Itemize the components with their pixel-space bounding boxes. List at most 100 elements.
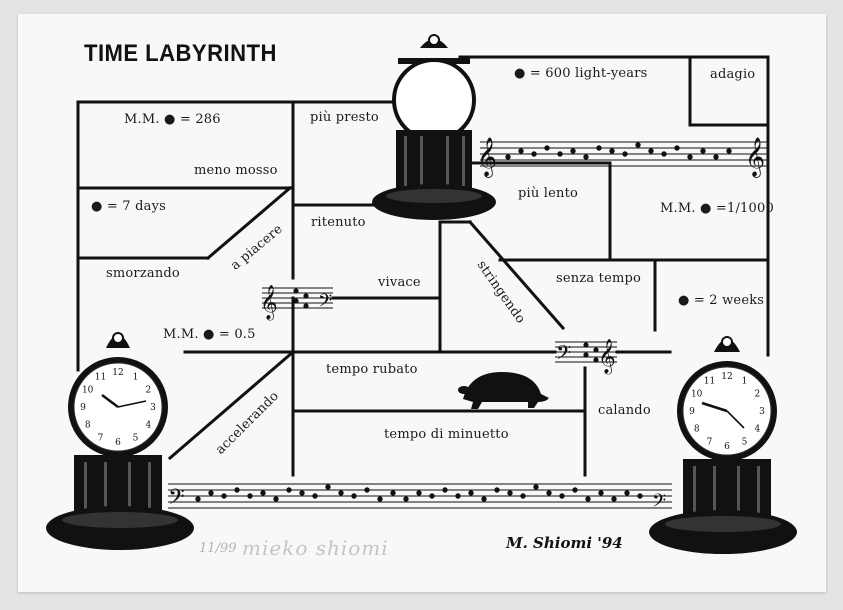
music-note	[624, 490, 630, 496]
treble-clef-icon: 𝄞	[477, 137, 497, 178]
printed-signature: M. Shiomi '94	[506, 534, 623, 552]
maze-wall	[205, 185, 293, 261]
dial-numeral: 7	[707, 437, 713, 447]
dial-numeral: 4	[754, 425, 760, 435]
page-title: TIME LABYRINTH	[84, 40, 277, 67]
music-note	[585, 496, 591, 502]
music-note	[390, 490, 396, 496]
label-mm-05: M.M. ● = 0.5	[163, 327, 256, 342]
music-note	[273, 496, 279, 502]
dial-numeral: 6	[115, 438, 121, 448]
label-seven-days: ● = 7 days	[91, 199, 166, 214]
music-note	[533, 484, 539, 490]
dial-numeral: 8	[85, 421, 91, 431]
music-note	[247, 493, 253, 499]
dial-numeral: 8	[694, 425, 700, 435]
music-note	[598, 490, 604, 496]
dial-numeral: 3	[759, 407, 765, 417]
music-note	[637, 493, 643, 499]
bass-clef-icon: 𝄢	[652, 491, 666, 516]
music-note	[609, 148, 615, 154]
music-note	[416, 490, 422, 496]
music-note	[377, 496, 383, 502]
music-note	[687, 154, 693, 160]
music-note	[700, 148, 706, 154]
music-note	[622, 151, 628, 157]
label-tempo-di-minuetto: tempo di minuetto	[384, 427, 509, 442]
turtle-icon	[458, 372, 549, 409]
label-ritenuto: ritenuto	[311, 215, 366, 230]
label-vivace: vivace	[378, 275, 421, 290]
music-note	[572, 487, 578, 493]
clock-top-icon	[372, 34, 496, 220]
music-note	[351, 493, 357, 499]
label-piu-lento: più lento	[518, 186, 579, 201]
music-note	[520, 493, 526, 499]
music-note	[221, 493, 227, 499]
music-note	[442, 487, 448, 493]
dial-numeral: 3	[150, 403, 156, 413]
music-note	[403, 496, 409, 502]
dial-numeral: 10	[691, 390, 703, 400]
dial-numeral: 12	[112, 368, 123, 378]
dial-numeral: 1	[742, 377, 748, 387]
music-note	[234, 487, 240, 493]
music-note	[635, 142, 641, 148]
music-note	[195, 496, 201, 502]
dial-numeral: 2	[754, 390, 760, 400]
label-tempo-rubato: tempo rubato	[326, 362, 418, 377]
dial-numeral: 10	[82, 386, 94, 396]
music-note	[505, 154, 511, 160]
music-note	[507, 490, 513, 496]
label-senza-tempo: senza tempo	[556, 271, 642, 286]
treble-clef-icon: 𝄞	[260, 285, 278, 321]
music-note	[583, 154, 589, 160]
dial-numeral: 12	[721, 372, 732, 382]
music-note	[713, 154, 719, 160]
dial-numeral: 4	[145, 421, 151, 431]
label-adagio: adagio	[710, 67, 756, 82]
music-note	[648, 148, 654, 154]
dial-numeral: 11	[95, 373, 106, 383]
music-note	[208, 490, 214, 496]
music-note	[661, 151, 667, 157]
bass-clef-icon: 𝄢	[318, 291, 332, 316]
label-calando: calando	[598, 403, 651, 418]
maze-wall	[467, 219, 566, 331]
maze-wall	[167, 349, 296, 461]
dial-numeral: 2	[145, 386, 151, 396]
music-staff-top	[480, 141, 768, 167]
music-note	[557, 151, 563, 157]
label-mm-286: M.M. ● = 286	[124, 112, 221, 127]
bass-clef-icon: 𝄢	[168, 485, 185, 515]
music-note	[674, 145, 680, 151]
music-note	[338, 490, 344, 496]
dial-numeral: 1	[133, 373, 139, 383]
music-note	[726, 148, 732, 154]
dial-numeral: 9	[689, 407, 695, 417]
music-note	[531, 151, 537, 157]
music-note	[455, 493, 461, 499]
pencil-signature: mieko shiomi	[242, 536, 389, 560]
music-note	[546, 490, 552, 496]
music-note	[312, 493, 318, 499]
dial-numeral: 5	[742, 437, 748, 447]
music-note	[286, 487, 292, 493]
dial-numeral: 11	[704, 377, 715, 387]
dial-numeral: 7	[98, 433, 104, 443]
music-note	[364, 487, 370, 493]
music-note	[570, 148, 576, 154]
music-note	[559, 493, 565, 499]
bass-clef-icon: 𝄢	[556, 341, 571, 369]
label-meno-mosso: meno mosso	[194, 163, 278, 178]
music-note	[260, 490, 266, 496]
treble-clef-icon: 𝄞	[745, 137, 765, 178]
label-two-weeks: ● = 2 weeks	[678, 293, 765, 308]
music-note	[468, 490, 474, 496]
label-smorzando: smorzando	[106, 266, 180, 281]
music-note	[299, 490, 305, 496]
notes-top	[505, 142, 732, 160]
dial-numeral: 5	[133, 433, 139, 443]
